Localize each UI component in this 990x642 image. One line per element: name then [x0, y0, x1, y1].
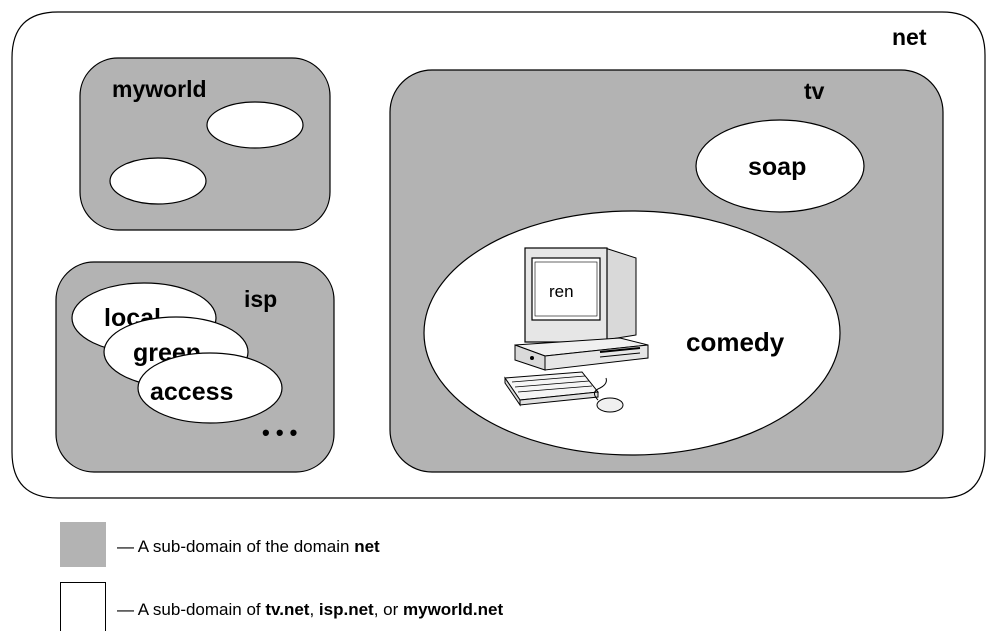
access-subdomain — [137, 352, 283, 424]
net-label: net — [892, 24, 927, 50]
tv-label: tv — [804, 78, 825, 104]
more-subdomains-ellipsis: • • • — [262, 420, 297, 445]
myworld-subdomain-2 — [109, 157, 207, 205]
gray-swatch — [60, 522, 106, 567]
host-label: ren — [549, 282, 574, 301]
myworld-label: myworld — [112, 76, 207, 102]
white-swatch — [60, 582, 106, 631]
domain-diagram: net myworld isp local green access • • •… — [11, 11, 986, 499]
isp-label: isp — [244, 286, 277, 312]
myworld-subdomain-1 — [206, 101, 304, 149]
computer-icon: ren — [504, 247, 649, 413]
comedy-label: comedy — [686, 327, 785, 357]
legend-subdomain-of-net: — A sub-domain of the domain net — [0, 522, 990, 582]
legend-gray-text: — A sub-domain of the domain net — [117, 537, 380, 556]
soap-subdomain — [695, 119, 865, 213]
legend-subdomain-of-second-level: — A sub-domain of tv.net, isp.net, or my… — [0, 582, 990, 642]
soap-label: soap — [748, 153, 806, 181]
legend-white-text: — A sub-domain of tv.net, isp.net, or my… — [117, 600, 504, 619]
access-label: access — [150, 378, 233, 406]
